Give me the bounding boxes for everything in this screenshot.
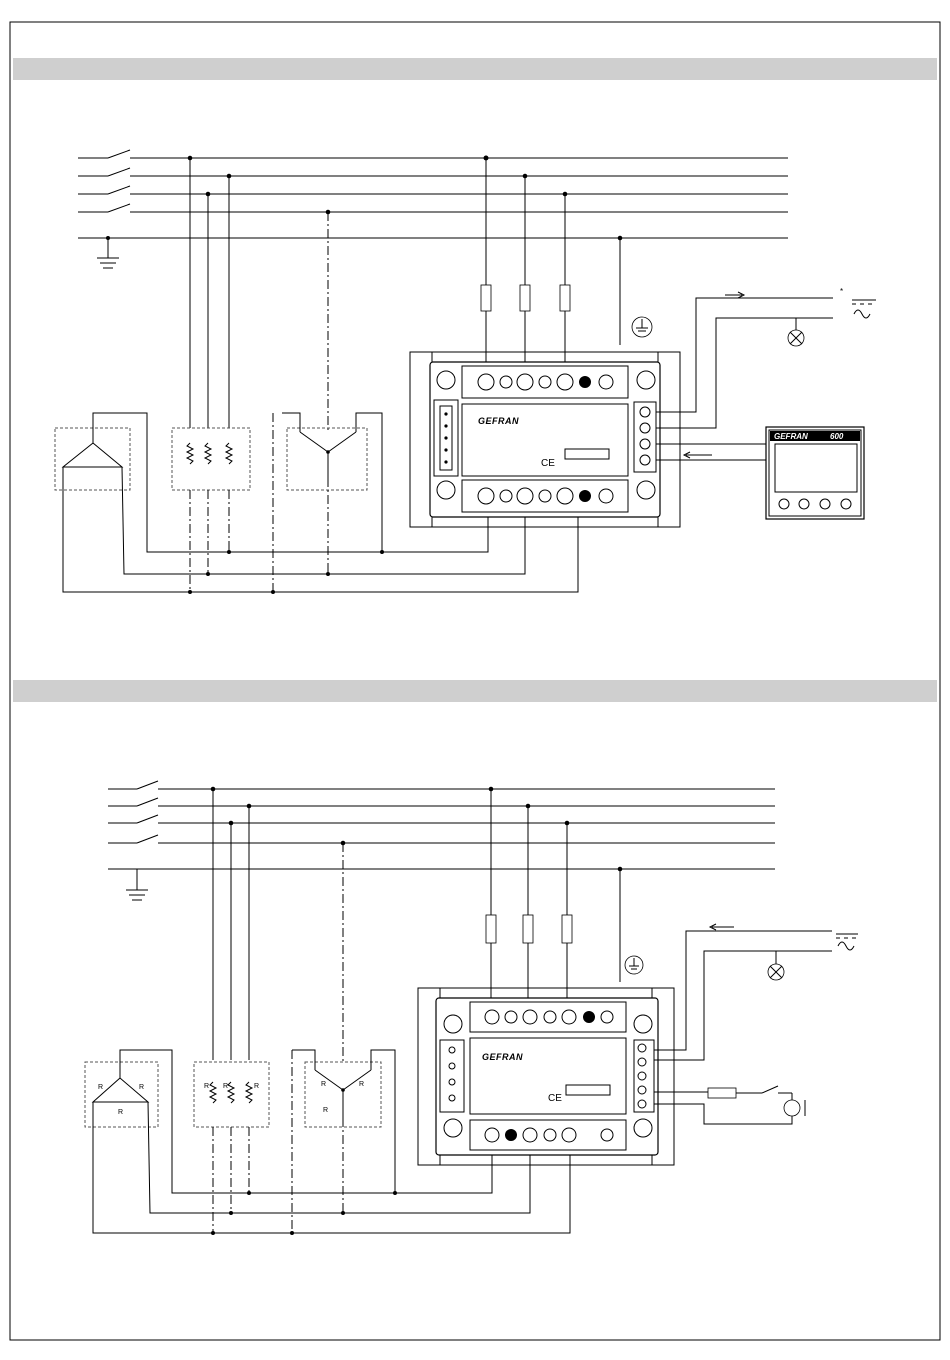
lamp-icon (768, 951, 784, 980)
fuse-icon (708, 1088, 736, 1098)
controller-brand-label: GEFRAN (774, 432, 808, 441)
bottom-junctions (211, 787, 623, 872)
ac-supply-symbol-icon (852, 300, 876, 318)
power-controller-top: GEFRAN CE (410, 352, 680, 527)
top-supply-lines (78, 150, 788, 238)
fuse-icon (481, 285, 570, 311)
ce-mark: CE (548, 1093, 562, 1104)
device-brand-label: GEFRAN (478, 416, 519, 426)
resistor-label: R (254, 1083, 259, 1090)
top-diagram: GEFRAN CE * (55, 150, 876, 594)
device-brand-label: GEFRAN (482, 1052, 523, 1062)
controller-model-label: 600 (830, 432, 844, 441)
top-junctions (106, 156, 622, 241)
resistor-label: R (359, 1081, 364, 1088)
resistor-label: R (98, 1084, 103, 1091)
load-delta-bottom: R R R (85, 1062, 158, 1127)
resistor-label: R (139, 1084, 144, 1091)
resistor-label: R (204, 1083, 209, 1090)
switch-icon (762, 1086, 792, 1093)
ac-supply-symbol-icon (836, 934, 858, 950)
ground-symbol-icon (97, 238, 119, 268)
dc-supply-icon (784, 1100, 805, 1116)
bottom-supply-lines (108, 781, 775, 869)
power-controller-bottom: GEFRAN CE (418, 988, 674, 1165)
load-star-bottom: R R R (305, 1062, 381, 1127)
asterisk-note: * (840, 287, 843, 296)
resistor-label: R (223, 1083, 228, 1090)
ce-mark: CE (541, 458, 555, 469)
fuse-icon (486, 915, 572, 943)
ground-symbol-icon (126, 869, 148, 900)
bottom-diagram: R R R R R R R R R (85, 781, 858, 1235)
earth-icon (632, 317, 652, 337)
earth-icon (625, 956, 643, 974)
resistor-label: R (321, 1081, 326, 1088)
load-star-open-top (172, 428, 250, 490)
section-header-band-top (13, 58, 937, 80)
resistor-label: R (118, 1109, 123, 1116)
lamp-icon (788, 318, 804, 346)
resistor-label: R (323, 1107, 328, 1114)
load-star-open-bottom: R R R (194, 1062, 269, 1127)
load-star-top (287, 428, 367, 490)
temperature-controller: GEFRAN 600 (766, 427, 864, 519)
section-header-band-bottom (13, 680, 937, 702)
